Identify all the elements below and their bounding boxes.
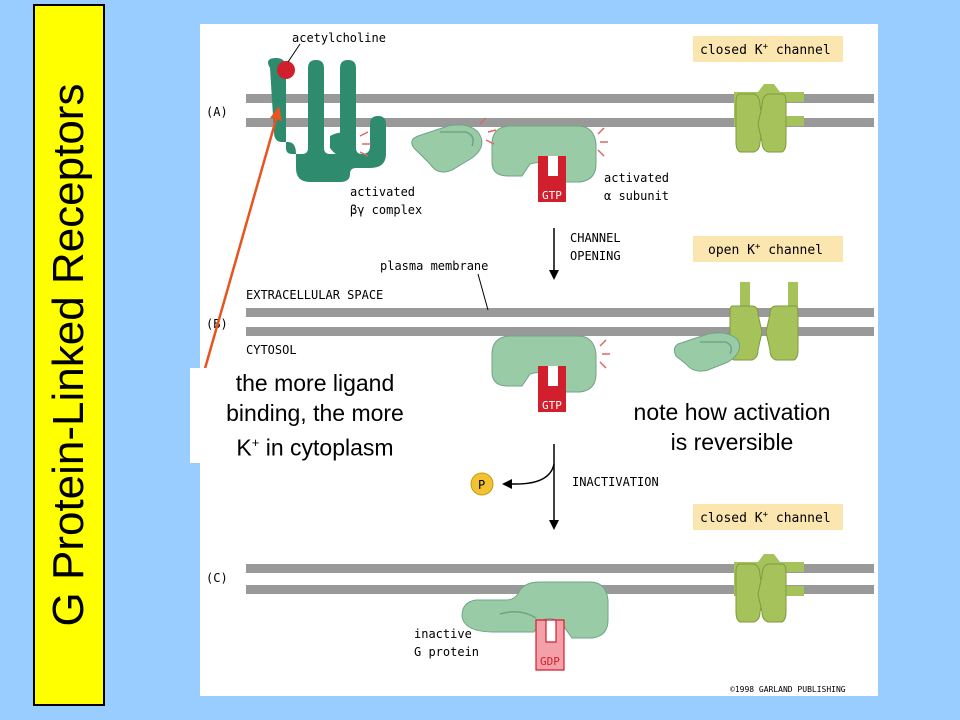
alpha-subunit-b xyxy=(491,335,597,412)
k-channel-closed-c xyxy=(734,554,804,623)
receptor-protein xyxy=(268,58,386,182)
channel-label-box-c xyxy=(693,504,843,530)
reversible-note: note how activation is reversible xyxy=(594,397,870,457)
membrane-a xyxy=(246,94,874,127)
ligand-note-line-1: the more ligand xyxy=(235,370,395,396)
extracellular-space-label: EXTRACELLULAR SPACE xyxy=(246,288,383,302)
acetylcholine-label: acetylcholine xyxy=(292,31,386,45)
channel-label-box-a xyxy=(693,36,843,62)
reversible-note-line-2: is reversible xyxy=(670,429,794,455)
copyright-label: ©1998 GARLAND PUBLISHING xyxy=(730,685,846,694)
plasma-membrane-label: plasma membrane xyxy=(380,259,488,273)
activated-alpha-subunit xyxy=(491,125,597,202)
gtp-label-b: GTP xyxy=(542,399,562,412)
slide-title: G Protein-Linked Receptors xyxy=(44,83,93,627)
ligand-note-line-2: binding, the more xyxy=(226,400,404,426)
cytosol-label: CYTOSOL xyxy=(246,343,297,357)
ligand-note: the more ligand binding, the more K+ in … xyxy=(190,368,440,463)
title-box: G Protein-Linked Receptors xyxy=(33,4,105,706)
closed-channel-label-c: closed K+ channel xyxy=(700,510,831,526)
phosphate-icon xyxy=(470,472,494,496)
gtp-label-a: GTP xyxy=(542,189,562,202)
channel-opening-label-2: OPENING xyxy=(570,249,621,263)
activated-alpha-label-1: activated xyxy=(604,171,669,185)
bg-complex-b xyxy=(673,332,741,372)
reversible-note-line-1: note how activation xyxy=(633,399,831,425)
panel-b-label: (B) xyxy=(206,317,228,331)
down-arrow-2 xyxy=(502,444,559,530)
channel-label-box-b xyxy=(693,236,843,262)
inactive-label-2: G protein xyxy=(414,645,479,659)
open-channel-label: open K+ channel xyxy=(708,242,823,258)
panel-c-label: (C) xyxy=(206,571,228,585)
inactive-label-1: inactive xyxy=(414,627,472,641)
k-channel-closed-a xyxy=(734,84,804,153)
ligand-icon xyxy=(277,61,295,79)
membrane-b xyxy=(246,308,874,336)
ligand-note-line-3: K+ in cytoplasm xyxy=(236,434,394,461)
acetylcholine-leader xyxy=(287,43,301,63)
diagram-figure: GTP closed K+ channel open K+ channel xyxy=(200,24,878,696)
inactive-g-protein xyxy=(461,581,609,671)
down-arrow-1 xyxy=(549,228,559,280)
k-channel-open-b xyxy=(729,282,799,361)
activated-bg-complex xyxy=(411,124,483,173)
phosphate-label: P xyxy=(478,478,485,492)
activated-bg-label-1: activated xyxy=(350,185,415,199)
activated-alpha-label-2: α subunit xyxy=(604,189,669,203)
plasma-membrane-leader xyxy=(477,273,489,311)
closed-channel-label-a: closed K+ channel xyxy=(700,42,831,58)
inactivation-label: INACTIVATION xyxy=(572,475,659,489)
activated-bg-label-2: βγ complex xyxy=(350,203,422,217)
panel-a-label: (A) xyxy=(206,105,228,119)
channel-opening-label-1: CHANNEL xyxy=(570,231,621,245)
diagram-svg: GTP closed K+ channel open K+ channel xyxy=(206,31,874,694)
gdp-label: GDP xyxy=(540,655,560,668)
